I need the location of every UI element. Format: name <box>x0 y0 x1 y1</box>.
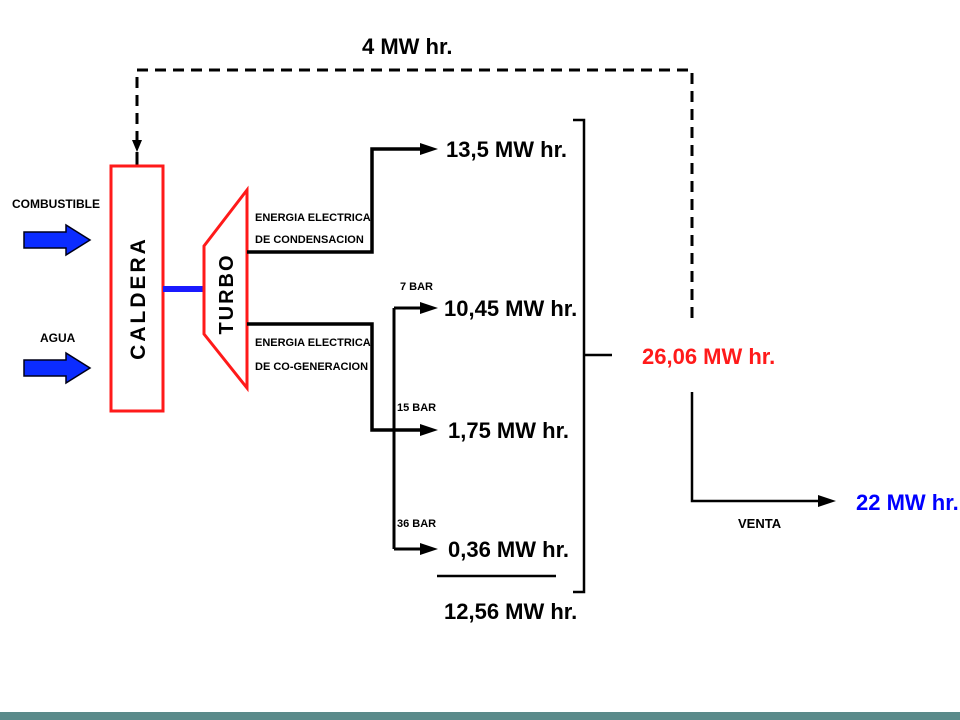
water-arrow <box>23 351 92 385</box>
fuel-arrow <box>23 223 92 257</box>
condensation-arrowhead <box>420 143 438 155</box>
condensation-output: 13,5 MW hr. <box>446 137 567 162</box>
branch-7bar-output: 10,45 MW hr. <box>444 296 577 321</box>
sale-line <box>690 392 820 503</box>
branch-15bar-arrowhead <box>420 424 438 436</box>
sale-output: 22 MW hr. <box>856 490 959 515</box>
sale-arrowhead <box>818 495 836 507</box>
branch-15bar-pressure: 15 BAR <box>397 402 436 414</box>
bottom-divider-bar <box>0 712 960 720</box>
branch-36bar-pressure: 36 BAR <box>397 518 436 530</box>
top-flow-arrowhead <box>132 140 142 152</box>
sale-label: VENTA <box>738 516 782 531</box>
condensation-label-line2: DE CONDENSACION <box>255 234 364 246</box>
branch-7bar-pressure: 7 BAR <box>400 281 433 293</box>
cogeneration-line <box>247 322 424 432</box>
branch-36bar-arrowhead <box>420 543 438 555</box>
cogeneration-label-line2: DE CO-GENERACION <box>255 361 368 373</box>
turbine-shape <box>202 185 249 393</box>
cogeneration-label-line1: ENERGIA ELECTRICA <box>255 337 371 349</box>
water-label: AGUA <box>40 331 76 345</box>
branch-15bar-output: 1,75 MW hr. <box>448 418 569 443</box>
fuel-label: COMBUSTIBLE <box>12 197 100 211</box>
top-flow-value: 4 MW hr. <box>362 34 452 59</box>
condensation-label-line1: ENERGIA ELECTRICA <box>255 212 371 224</box>
condensation-line <box>247 147 424 254</box>
cogeneration-subtotal: 12,56 MW hr. <box>444 599 577 624</box>
branch-7bar-arrowhead <box>420 302 438 314</box>
total-bracket <box>573 118 612 594</box>
boiler-box <box>109 164 165 413</box>
branch-36bar-output: 0,36 MW hr. <box>448 537 569 562</box>
turbine-label: TURBO <box>216 253 238 334</box>
boiler-label: CALDERA <box>127 236 150 360</box>
total-energy: 26,06 MW hr. <box>642 344 775 369</box>
top-dashed-flow-line <box>135 68 694 318</box>
